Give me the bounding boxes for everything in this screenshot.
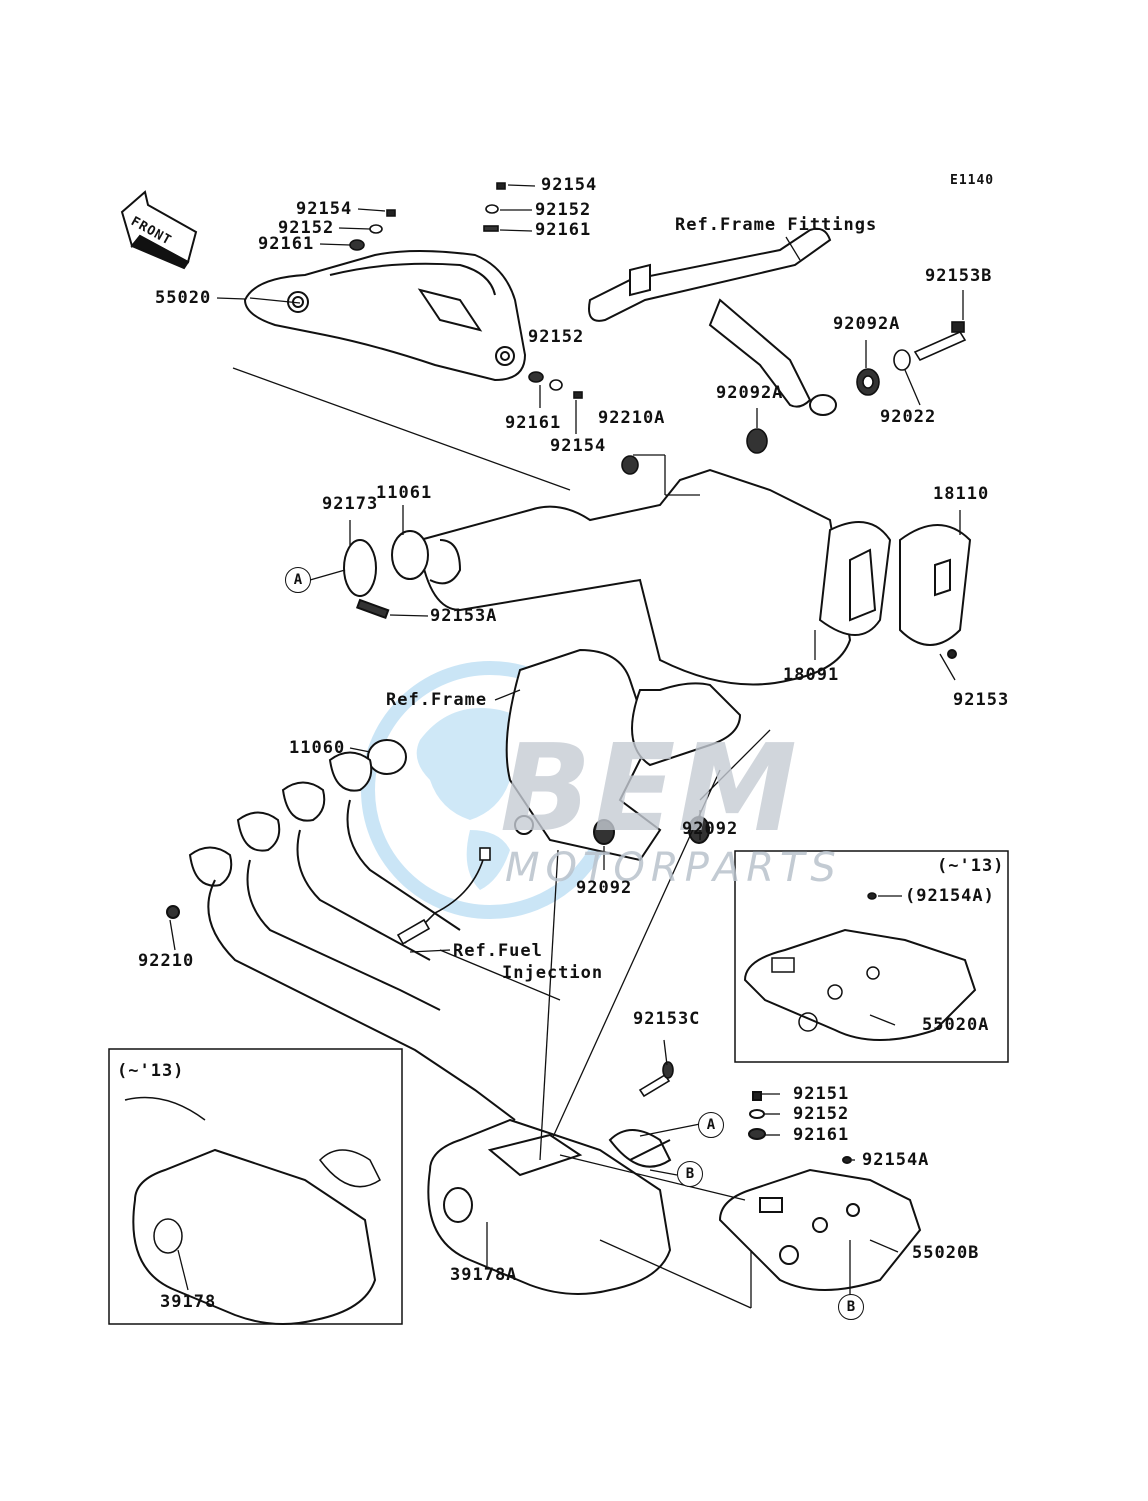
part-92173: 92173 <box>322 494 379 514</box>
part-92161-top-mid: 92161 <box>535 220 592 240</box>
part-92152-top-mid: 92152 <box>535 200 592 220</box>
part-92152-mid: 92152 <box>528 327 585 347</box>
part-11060: 11060 <box>289 738 346 758</box>
part-92154A: 92154A <box>862 1150 930 1170</box>
ref-fuel-injection-2: Injection <box>502 963 604 983</box>
ref-fuel-injection-1: Ref.Fuel <box>453 941 543 961</box>
part-92154A-box: (92154A) <box>905 886 995 906</box>
part-92153A: 92153A <box>430 606 498 626</box>
part-92161-mid: 92161 <box>505 413 562 433</box>
callout-a-lower: A <box>698 1112 724 1138</box>
watermark-subtext: MOTORPARTS <box>505 845 842 891</box>
front-arrow-icon <box>120 190 198 270</box>
clamp-92173 <box>343 530 429 620</box>
part-92161-top-left: 92161 <box>258 234 315 254</box>
part-92151: 92151 <box>793 1084 850 1104</box>
bushings-92092A <box>621 321 967 475</box>
part-39178: 39178 <box>160 1292 217 1312</box>
variant-label-right: (~'13) <box>937 856 1005 876</box>
variant-box-right <box>734 850 1009 1063</box>
part-92092-left: 92092 <box>576 878 633 898</box>
part-55020: 55020 <box>155 288 212 308</box>
part-92022: 92022 <box>880 407 937 427</box>
frame-mid <box>505 648 742 862</box>
exhaust-headers <box>166 739 516 1121</box>
part-92154-mid: 92154 <box>550 436 607 456</box>
muffler-39178A <box>427 1118 672 1295</box>
part-18091: 18091 <box>783 665 840 685</box>
part-92210: 92210 <box>138 951 195 971</box>
callout-b-upper: B <box>677 1161 703 1187</box>
part-92154-top-mid: 92154 <box>541 175 598 195</box>
part-92153C: 92153C <box>633 1009 701 1029</box>
part-18110: 18110 <box>933 484 990 504</box>
ref-frame-fittings: Ref.Frame Fittings <box>675 215 878 235</box>
part-92153: 92153 <box>953 690 1010 710</box>
part-92153B: 92153B <box>925 266 993 286</box>
callout-a-upper: A <box>285 567 311 593</box>
part-92092A-lower: 92092A <box>716 383 784 403</box>
variant-box-left <box>108 1048 403 1325</box>
part-39178A: 39178A <box>450 1265 518 1285</box>
part-92210A: 92210A <box>598 408 666 428</box>
part-92092-right: 92092 <box>682 819 739 839</box>
variant-label-left: (~'13) <box>117 1061 185 1081</box>
o2-sensor <box>396 847 491 945</box>
heat-shield-55020 <box>243 250 527 382</box>
part-92152-top-left: 92152 <box>278 218 335 238</box>
part-55020A: 55020A <box>922 1015 990 1035</box>
diagram-code: E1140 <box>950 173 995 188</box>
part-92152-low: 92152 <box>793 1104 850 1124</box>
leader-lines <box>169 184 964 1309</box>
heat-shield-55020B <box>718 1091 922 1291</box>
callout-b-lower: B <box>838 1294 864 1320</box>
part-92092A-upper: 92092A <box>833 314 901 334</box>
part-55020B: 55020B <box>912 1243 980 1263</box>
frame-fittings-bracket <box>588 227 837 416</box>
watermark-logo: BEM <box>500 720 799 859</box>
ref-frame: Ref.Frame <box>386 690 488 710</box>
part-92161-low: 92161 <box>793 1125 850 1145</box>
muffler-18091 <box>419 468 972 686</box>
part-92154-top-left: 92154 <box>296 199 353 219</box>
part-11061: 11061 <box>376 483 433 503</box>
bolt-92153C <box>638 1061 674 1098</box>
